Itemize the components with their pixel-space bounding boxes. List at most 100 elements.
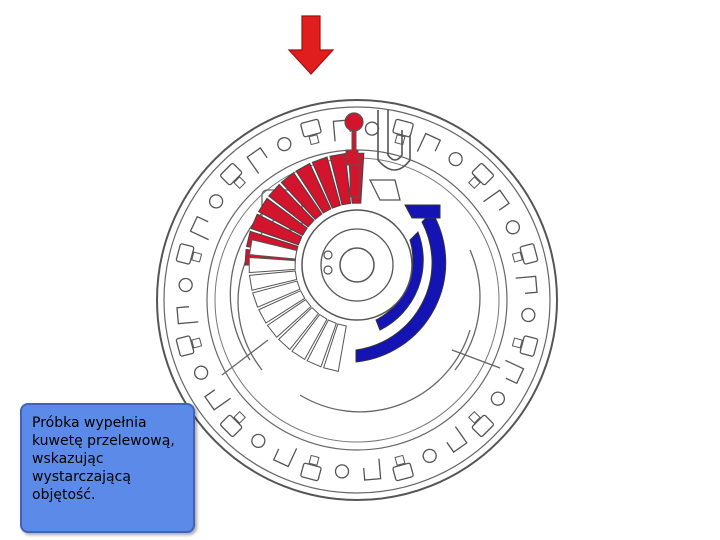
empty-chamber	[322, 323, 347, 372]
empty-chamber	[258, 290, 306, 324]
cuvette-neck	[308, 454, 320, 466]
cuvette-channel	[446, 426, 468, 453]
cuvette-channel	[363, 458, 382, 481]
cuvette	[521, 307, 536, 323]
overflow-channel	[368, 179, 401, 201]
empty-chamber	[291, 313, 328, 361]
cuvette	[251, 433, 266, 449]
cuvette	[193, 365, 209, 380]
cuvette-cell	[300, 118, 322, 138]
sample-chamber	[311, 156, 342, 209]
cuvette	[219, 162, 246, 189]
hub-hole-2	[323, 265, 333, 275]
cuvette-cell	[471, 162, 495, 186]
cuvette-cell	[519, 335, 539, 357]
cuvette	[277, 136, 292, 152]
cuvette	[364, 121, 380, 136]
cuvette-cell	[175, 243, 195, 265]
cuvette	[219, 411, 246, 438]
cuvette-cell	[175, 335, 195, 357]
empty-chamber	[277, 306, 320, 351]
caption-box: Próbka wypełnia kuwetę przelewową, wskaz…	[20, 403, 195, 533]
cuvette-cell	[519, 243, 539, 265]
cuvette-neck	[394, 454, 406, 466]
cuvette-channel	[416, 132, 442, 152]
sample-chamber	[329, 153, 352, 206]
diluent-u-chamber	[377, 110, 411, 171]
cuvette-cell	[219, 414, 243, 438]
cuvette-neck	[233, 411, 246, 424]
rotor-hub-center	[339, 247, 375, 283]
cuvette-cell	[300, 462, 322, 482]
inner-channel-right	[454, 249, 481, 371]
cuvette	[468, 411, 495, 438]
rotor-inner-rim	[163, 106, 551, 494]
cuvette-channel	[189, 215, 209, 241]
cuvette-cell	[219, 162, 243, 186]
cuvette	[300, 454, 322, 482]
cuvette-well	[521, 307, 536, 323]
cuvette-well	[193, 365, 209, 380]
spoke-line-2	[451, 349, 501, 369]
cuvette-neck	[191, 251, 203, 263]
cuvette-neck	[394, 134, 406, 146]
cuvette	[175, 335, 203, 357]
cuvette	[272, 448, 298, 468]
inner-channel-bottom	[299, 329, 471, 413]
cuvette-well	[251, 433, 266, 449]
cuvette-neck	[308, 134, 320, 146]
cuvette	[422, 448, 437, 464]
sample-metering-chamber	[349, 164, 361, 198]
cuvette-well	[277, 136, 292, 152]
cuvette	[511, 335, 539, 357]
cuvette-channel	[272, 448, 298, 468]
cuvette	[468, 162, 495, 189]
cuvette-well	[505, 220, 521, 235]
cuvette	[176, 306, 199, 325]
empty-chamber	[248, 256, 296, 274]
sample-chamber	[250, 213, 303, 246]
cuvette	[246, 147, 268, 174]
cuvette-cell	[392, 462, 414, 482]
cuvette	[300, 118, 322, 146]
cuvette-well	[364, 121, 380, 136]
cuvette	[446, 426, 468, 453]
cuvette-channel	[176, 306, 199, 325]
cuvette-neck	[191, 337, 203, 349]
cuvette-cell	[471, 414, 495, 438]
cuvette	[363, 458, 382, 481]
empty-chamber-fan	[248, 239, 347, 372]
sample-chamber	[280, 171, 323, 220]
diluent-inlet	[404, 204, 441, 219]
empty-chamber	[306, 319, 337, 368]
down-arrow-icon	[287, 15, 335, 75]
empty-chamber	[252, 280, 301, 308]
sample-chamber	[295, 162, 332, 214]
cuvette	[490, 391, 506, 406]
cuvette	[505, 220, 521, 235]
cuvette	[483, 189, 510, 211]
sample-port	[344, 112, 364, 132]
spoke-line-1	[221, 339, 269, 376]
cuvette	[511, 243, 539, 265]
cuvette-neck	[511, 251, 523, 263]
cuvette-well	[422, 448, 437, 464]
diluent-chamber-outer	[355, 211, 447, 363]
cuvette-neck	[468, 411, 481, 424]
cuvette-well	[208, 194, 224, 209]
cuvette-channel	[515, 275, 538, 294]
cuvette-neck	[468, 176, 481, 189]
cuvette	[204, 389, 231, 411]
cuvette	[392, 454, 414, 482]
cuvette	[208, 194, 224, 209]
cuvette-channel	[204, 389, 231, 411]
cuvette	[515, 275, 538, 294]
cuvette-neck	[233, 176, 246, 189]
caption-text: Próbka wypełnia kuwetę przelewową, wskaz…	[32, 415, 175, 503]
empty-chamber	[266, 298, 312, 338]
cuvette	[189, 215, 209, 241]
cuvette	[505, 359, 525, 385]
cuvette-well	[448, 151, 463, 167]
cuvette-ring	[175, 118, 539, 482]
